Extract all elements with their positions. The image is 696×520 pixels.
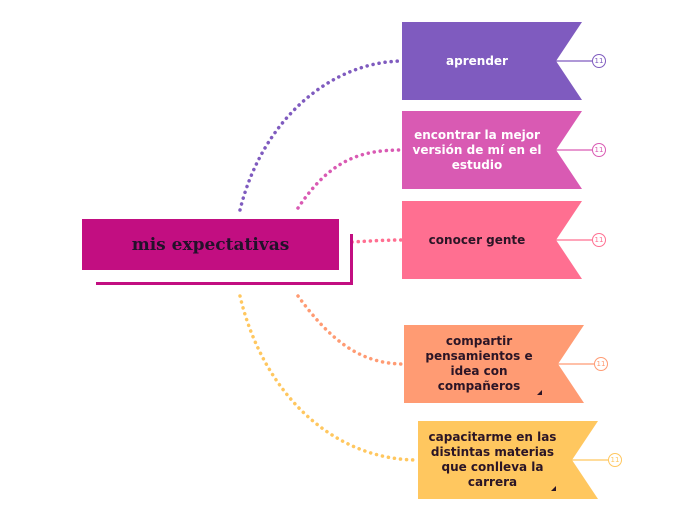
topic-label: compartir pensamientos e idea con compañ… (425, 334, 533, 393)
topic-label: aprender (446, 53, 508, 68)
topic-label: conocer gente (428, 232, 526, 247)
topic-aprender-shape[interactable] (402, 22, 582, 100)
topic-compartir[interactable]: compartir pensamientos e idea con compañ… (414, 325, 544, 403)
connector-aprender (238, 59, 404, 212)
topic-count-badge[interactable]: 11 (592, 233, 606, 247)
topic-count-badge[interactable]: 11 (594, 357, 608, 371)
central-topic[interactable]: mis expectativas (82, 219, 339, 270)
collapse-marker-icon[interactable] (551, 486, 556, 491)
topic-conocer-shape[interactable] (402, 201, 582, 279)
connector-capacitarme (238, 294, 420, 462)
connector-conocer (350, 238, 404, 244)
topic-capacitarme[interactable]: capacitarme en las distintas materias qu… (425, 421, 560, 499)
topic-label: encontrar la mejor versión de mí en el e… (412, 127, 542, 172)
topic-encontrar-shape[interactable] (402, 111, 582, 189)
topic-count-badge[interactable]: 11 (608, 453, 622, 467)
topic-count-badge[interactable]: 11 (592, 143, 606, 157)
topic-compartir-shape[interactable] (404, 325, 584, 403)
connector-compartir (296, 294, 406, 366)
central-topic-label: mis expectativas (131, 234, 290, 255)
topic-label: capacitarme en las distintas materias qu… (428, 430, 557, 489)
topic-capacitarme-shape[interactable] (418, 421, 598, 499)
collapse-marker-icon[interactable] (537, 390, 542, 395)
topic-encontrar[interactable]: encontrar la mejor versión de mí en el e… (412, 111, 542, 189)
topic-conocer[interactable]: conocer gente (402, 201, 552, 279)
topic-count-badge[interactable]: 11 (592, 54, 606, 68)
connector-encontrar (296, 148, 404, 210)
topic-aprender[interactable]: aprender (402, 22, 552, 100)
